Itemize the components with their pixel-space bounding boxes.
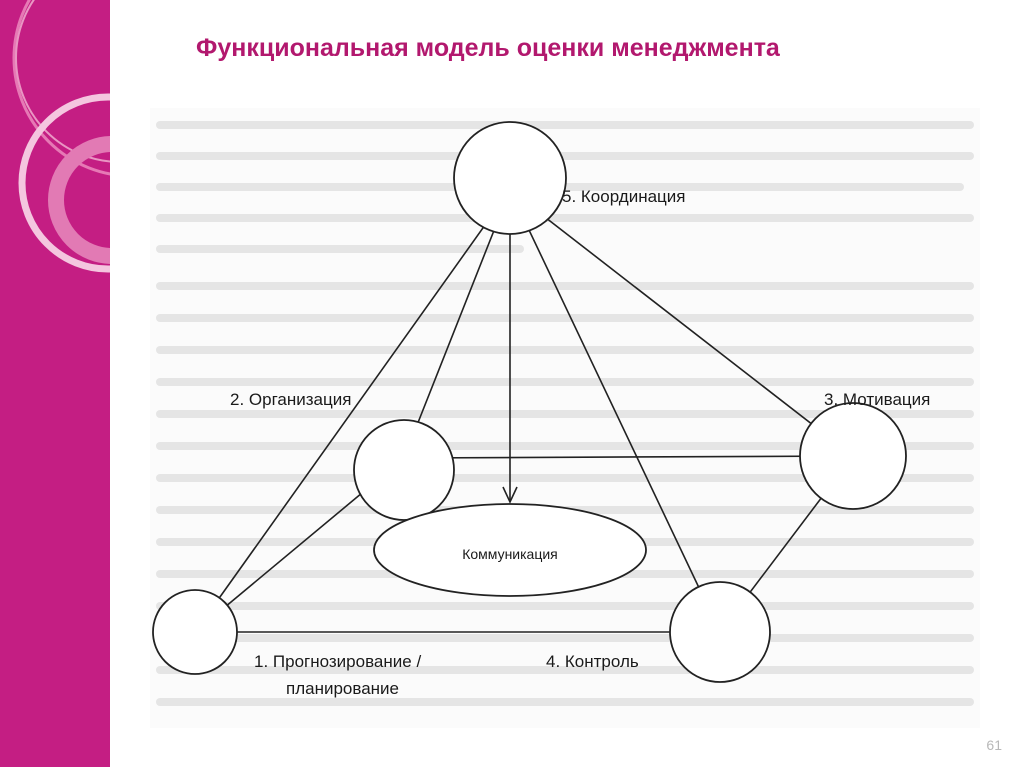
- sidebar-rings-graphic: [12, 0, 110, 273]
- label-control: 4. Контроль: [546, 652, 639, 671]
- slide-title: Функциональная модель оценки менеджмента: [196, 34, 780, 62]
- label-organization: 2. Организация: [230, 390, 351, 409]
- label-coordination: 5. Координация: [562, 187, 685, 206]
- label-motivation: 3. Мотивация: [824, 390, 930, 409]
- edge-coordination-organization: [403, 189, 511, 459]
- label-communication: Коммуникация: [462, 546, 558, 562]
- node-motivation-circle: [799, 402, 907, 510]
- edge-coordination-motivation: [509, 189, 854, 457]
- label-forecasting-line2: планирование: [286, 679, 399, 698]
- diagram-nodes: [152, 121, 907, 683]
- edge-organization-motivation: [403, 455, 854, 459]
- arrowhead-to-communication: [502, 486, 518, 504]
- page-number: 61: [986, 737, 1002, 753]
- edge-coordination-control: [509, 189, 721, 633]
- label-forecasting-line1: 1. Прогнозирование /: [254, 652, 421, 671]
- node-forecasting-circle: [152, 589, 238, 675]
- node-control-circle: [669, 581, 771, 683]
- decorative-sidebar: [0, 0, 110, 767]
- node-coordination-circle: [453, 121, 567, 235]
- edge-coordination-forecasting: [194, 189, 511, 633]
- node-communication-ellipse: [373, 503, 647, 597]
- node-organization-circle: [353, 419, 455, 521]
